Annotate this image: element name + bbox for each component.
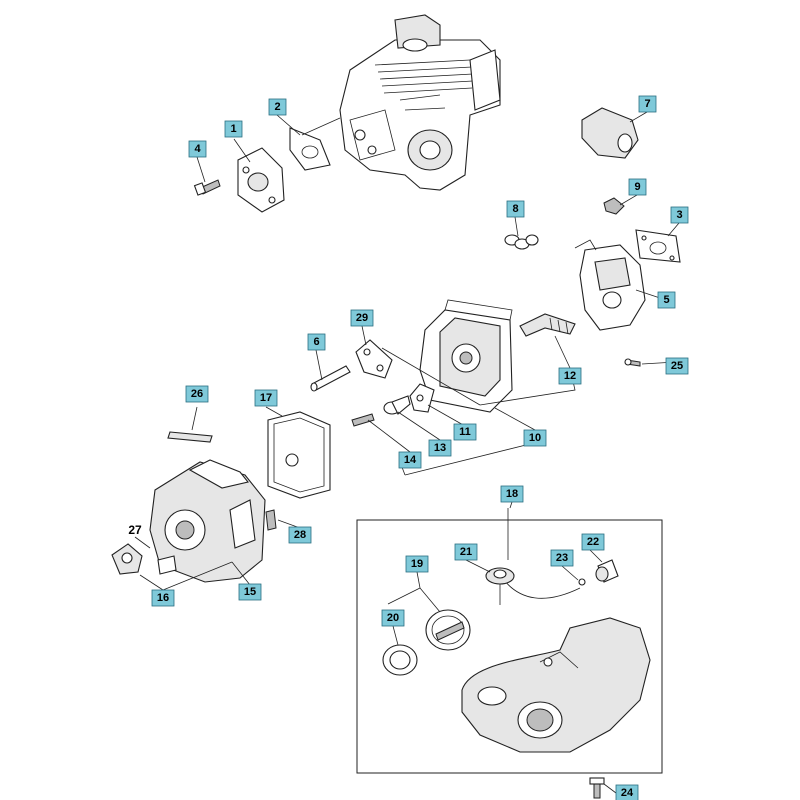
plate-16 — [157, 555, 177, 575]
callout-label-9: 9 — [628, 178, 647, 196]
label-text-29: 29 — [356, 312, 368, 324]
label-text-28: 28 — [294, 529, 306, 541]
callout-label-10: 10 — [523, 429, 547, 447]
intake-1 — [237, 147, 285, 213]
label-text-7: 7 — [644, 98, 650, 110]
callout-label-23: 23 — [550, 549, 574, 567]
label-text-17: 17 — [260, 392, 272, 404]
leader-lines — [134, 111, 680, 794]
label-text-8: 8 — [512, 203, 518, 215]
cover-7 — [581, 107, 639, 159]
filter-17 — [267, 411, 331, 499]
label-text-13: 13 — [434, 442, 446, 454]
strip-26 — [167, 431, 213, 443]
label-text-3: 3 — [676, 209, 682, 221]
label-text-22: 22 — [587, 536, 599, 548]
label-text-25: 25 — [671, 360, 683, 372]
callout-label-7: 7 — [638, 95, 657, 113]
callout-label-18: 18 — [500, 485, 524, 503]
callout-label-16: 16 — [151, 589, 175, 607]
callout-label-25: 25 — [665, 357, 689, 375]
fuel-cap-19 — [425, 609, 471, 651]
callout-label-19: 19 — [405, 555, 429, 573]
label-text-21: 21 — [460, 546, 472, 558]
washer-23 — [578, 578, 586, 586]
label-text-12: 12 — [564, 370, 576, 382]
label-text-18: 18 — [506, 488, 518, 500]
clip-28 — [265, 509, 277, 531]
choke-knob-27 — [111, 543, 143, 575]
fuel-filter-22 — [595, 559, 619, 583]
callout-label-24: 24 — [615, 784, 639, 800]
callout-label-21: 21 — [454, 543, 478, 561]
callout-label-11: 11 — [453, 423, 477, 441]
label-text-9: 9 — [634, 181, 640, 193]
callout-label-29: 29 — [350, 309, 374, 327]
label-text-23: 23 — [556, 552, 568, 564]
shaft-6 — [310, 365, 351, 392]
callout-label-27: 27 — [128, 523, 142, 537]
screw-14 — [351, 413, 375, 427]
callout-label-4: 4 — [188, 140, 207, 158]
callout-label-1: 1 — [224, 120, 243, 138]
bolt-24 — [589, 777, 605, 799]
label-text-1: 1 — [230, 123, 236, 135]
lever-12 — [519, 313, 576, 337]
clip-9 — [603, 197, 625, 215]
spring-8 — [504, 234, 539, 250]
callout-label-8: 8 — [506, 200, 525, 218]
label-text-27: 27 — [128, 523, 142, 537]
carburetor-5 — [574, 239, 646, 331]
callout-label-20: 20 — [381, 609, 405, 627]
screw-25 — [624, 358, 641, 367]
grommet-21 — [485, 567, 515, 585]
callout-label-13: 13 — [428, 439, 452, 457]
bracket-29 — [355, 339, 393, 379]
callout-label-14: 14 — [398, 451, 422, 469]
bolt-4 — [193, 179, 221, 196]
label-text-24: 24 — [621, 787, 634, 799]
label-text-11: 11 — [459, 426, 471, 438]
label-text-26: 26 — [191, 388, 203, 400]
gasket-3 — [635, 229, 681, 263]
callout-label-28: 28 — [288, 526, 312, 544]
callout-label-6: 6 — [307, 333, 326, 351]
gasket-20 — [382, 644, 418, 676]
callout-label-15: 15 — [238, 583, 262, 601]
engine-block — [339, 14, 501, 191]
label-text-10: 10 — [529, 432, 541, 444]
fuel-tank — [461, 617, 651, 753]
airbox-10 — [419, 299, 513, 413]
callout-label-26: 26 — [185, 385, 209, 403]
callout-label-17: 17 — [254, 389, 278, 407]
label-text-19: 19 — [411, 558, 423, 570]
label-text-4: 4 — [194, 143, 201, 155]
plate-11 — [409, 383, 435, 413]
label-text-5: 5 — [663, 294, 669, 306]
knob-13 — [383, 395, 411, 415]
gasket-2 — [289, 127, 331, 171]
callout-label-22: 22 — [581, 533, 605, 551]
label-text-20: 20 — [387, 612, 399, 624]
label-text-2: 2 — [274, 101, 280, 113]
callout-label-5: 5 — [657, 291, 676, 309]
callout-label-3: 3 — [670, 206, 689, 224]
callout-label-12: 12 — [558, 367, 582, 385]
label-text-16: 16 — [157, 592, 169, 604]
label-text-6: 6 — [313, 336, 319, 348]
label-text-14: 14 — [404, 454, 417, 466]
fuel-tank-frame — [356, 519, 663, 774]
callout-label-2: 2 — [268, 98, 287, 116]
label-text-15: 15 — [244, 586, 256, 598]
cleaner-cover-15 — [149, 459, 266, 583]
